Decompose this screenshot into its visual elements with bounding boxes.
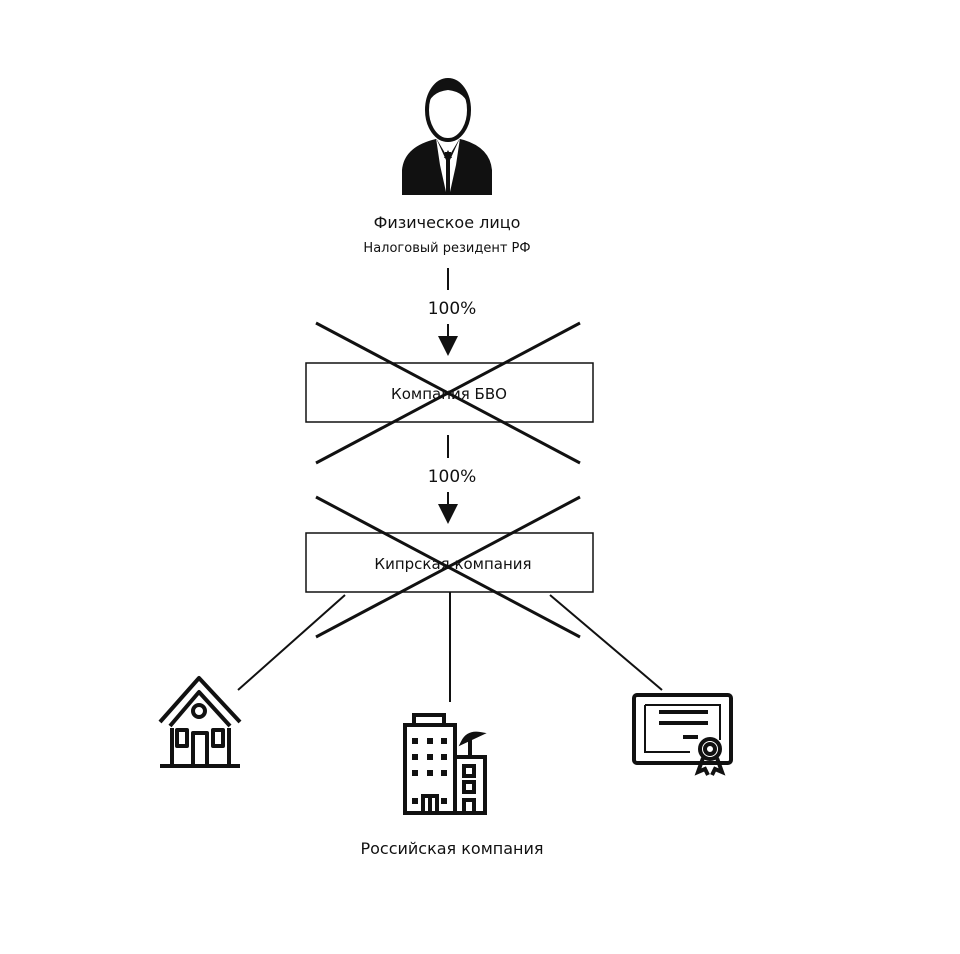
share-label-2: 100% — [428, 467, 477, 487]
connector-house — [237, 594, 346, 691]
share-label-1: 100% — [428, 299, 477, 319]
person-subtitle: Налоговый резидент РФ — [363, 241, 530, 256]
cyprus-company-box — [305, 532, 594, 593]
cross-out-line — [315, 321, 581, 465]
office-building-icon — [403, 713, 487, 815]
house-icon — [158, 676, 242, 768]
certificate-icon — [632, 693, 733, 776]
person-icon — [402, 78, 492, 195]
cross-out-line — [315, 495, 581, 639]
person-title: Физическое лицо — [374, 213, 521, 232]
connector-certificate — [549, 594, 663, 691]
russian-company-label: Российская компания — [360, 839, 543, 858]
